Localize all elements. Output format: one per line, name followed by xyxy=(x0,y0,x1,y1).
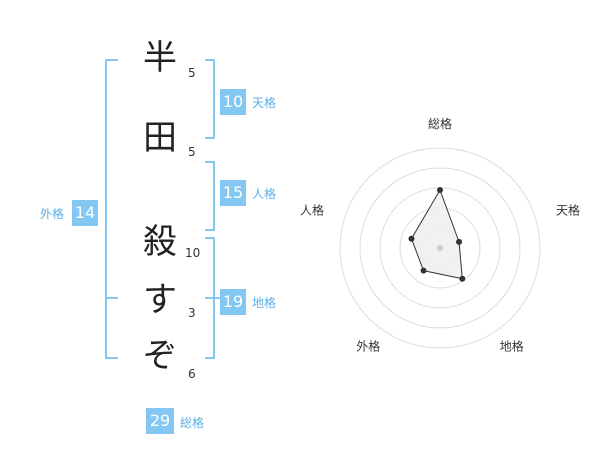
radar-point-3 xyxy=(459,275,466,282)
radar-point-1 xyxy=(437,187,443,193)
radar-point-5 xyxy=(408,235,415,242)
soukaku-label: 総格 xyxy=(180,416,205,430)
stroke-count-2: 5 xyxy=(188,145,196,159)
stroke-count-5: 6 xyxy=(188,367,196,381)
jinkaku-bracket xyxy=(205,161,215,231)
name-char-2: 田 xyxy=(143,118,177,158)
radar-grid-ring xyxy=(339,147,541,349)
name-char-1: 半 xyxy=(143,38,177,78)
radar-point-2 xyxy=(456,238,463,245)
gaikaku-value-badge: 14 xyxy=(72,200,98,226)
radar-axis-label: 外格 xyxy=(356,339,380,354)
gaikaku-label: 外格 xyxy=(40,207,65,221)
radar-axis-label: 人格 xyxy=(300,202,324,217)
radar-axis-label: 総格 xyxy=(428,116,452,131)
name-char-5: ぞ xyxy=(143,336,177,376)
chikaku-value-badge: 19 xyxy=(220,289,246,315)
tenkaku-bracket xyxy=(205,59,215,139)
radar-center-dot xyxy=(437,245,443,251)
radar-grid-ring xyxy=(359,167,521,329)
stroke-count-3: 10 xyxy=(185,246,201,260)
jinkaku-value-badge: 15 xyxy=(220,180,246,206)
tenkaku-label: 天格 xyxy=(252,96,277,110)
radar-axis-label: 地格 xyxy=(500,339,524,354)
radar-axis-label: 天格 xyxy=(556,202,580,217)
stroke-count-4: 3 xyxy=(188,306,196,320)
name-char-4: す xyxy=(143,280,177,320)
stroke-count-1: 5 xyxy=(188,66,196,80)
radar-area xyxy=(410,188,463,280)
jinkaku-label: 人格 xyxy=(252,187,277,201)
name-char-3: 殺 xyxy=(143,222,177,262)
radar-point-4 xyxy=(420,267,427,274)
tenkaku-value-badge: 10 xyxy=(220,89,246,115)
chikaku-label: 地格 xyxy=(252,296,277,310)
outer-bracket xyxy=(105,59,118,359)
soukaku-value-badge: 29 xyxy=(146,408,174,434)
